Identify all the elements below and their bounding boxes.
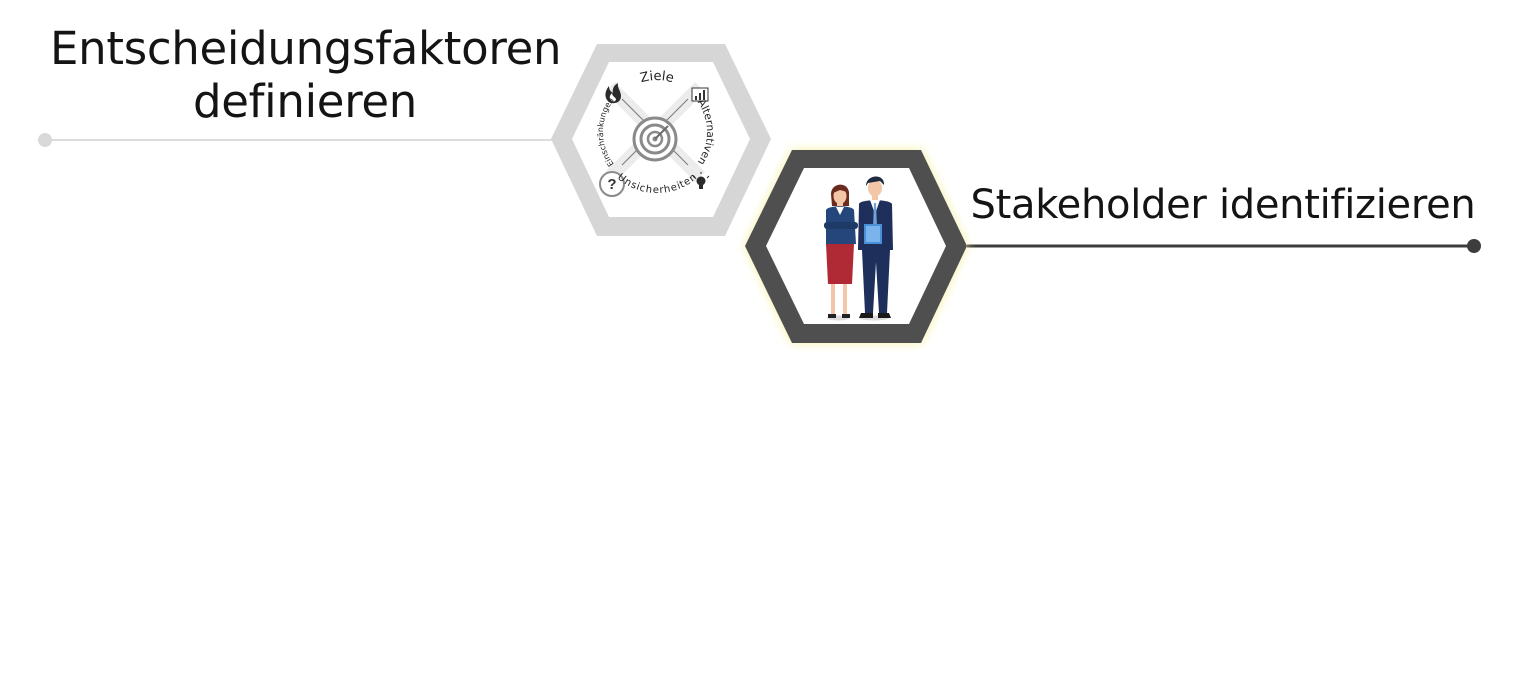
bar-chart-icon: [691, 87, 709, 102]
step-2-end-dot: [1467, 239, 1481, 253]
step-1-title-line-1: Entscheidungsfaktoren: [50, 22, 562, 75]
svg-text:?: ?: [607, 176, 616, 193]
step-1-title-line-2: definieren: [192, 75, 418, 128]
businessman-icon: [858, 176, 893, 321]
fire-icon: [605, 83, 621, 104]
businesswoman-icon: [824, 184, 858, 321]
question-icon: ?: [599, 171, 625, 197]
step-2-hexagon: [745, 150, 967, 343]
target-icon: [632, 116, 678, 162]
step-1-start-dot: [38, 133, 52, 147]
wheel-label-goals: Ziele: [639, 69, 676, 86]
step-2-title: Stakeholder identifizieren: [970, 182, 1476, 228]
step-1-title: Entscheidungsfaktoren definieren: [50, 22, 562, 128]
lightbulb-icon: [692, 172, 710, 189]
